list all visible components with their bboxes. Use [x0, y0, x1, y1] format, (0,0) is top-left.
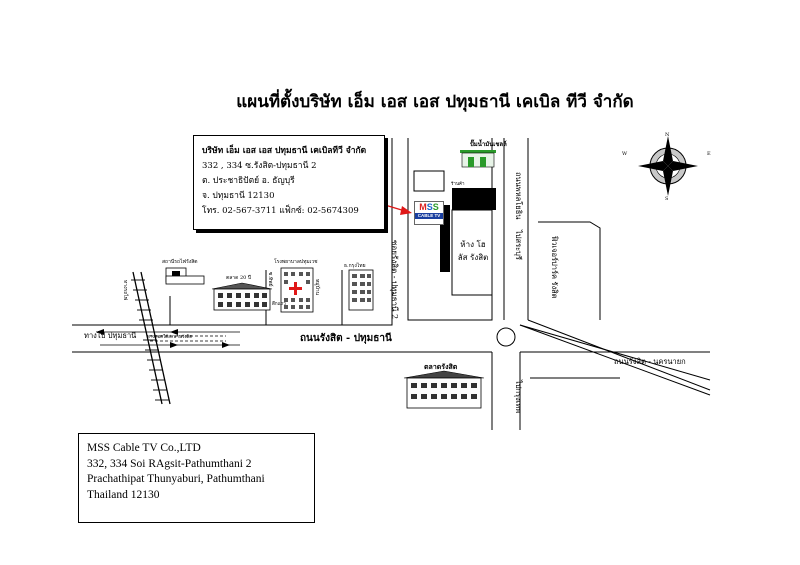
- logo-subtitle: CABLE TV: [415, 213, 443, 219]
- block-edge: [538, 221, 601, 320]
- label-future-park: ฟิวเจอร์ปาร์ค รังสิต: [550, 236, 559, 299]
- address-line: MSS Cable TV Co.,LTD: [87, 442, 201, 454]
- label-market-20: ตลาด 20 ปี: [226, 275, 252, 281]
- compass-icon: [638, 136, 698, 196]
- callout-line: โทร. 02-567-3711 แฟ็กซ์: 02-5674309: [202, 206, 359, 216]
- label-shop-top: ร้านค้า: [451, 182, 465, 187]
- logo-letter: S: [432, 202, 439, 212]
- road-edge: [72, 138, 393, 326]
- road-label-phahonyothin: ถนนพหลโยธิน: [514, 172, 523, 220]
- road-label-railway: ทางรถไฟ: [122, 280, 128, 301]
- building-dark-top: [452, 188, 496, 210]
- logo-letter: S: [426, 202, 433, 212]
- building-block: [413, 170, 445, 192]
- railway: [131, 271, 171, 405]
- road-label-small: ซ.ทิพย์: [267, 272, 273, 287]
- roundabout: [496, 327, 516, 347]
- callout-line: ต. ประชาธิปัตย์ อ. ธัญบุรี: [202, 176, 295, 186]
- callout-line: จ. ปทุมธานี 12130: [202, 191, 275, 201]
- callout-line: 332 , 334 ซ.รังสิต-ปทุมธานี 2: [202, 161, 317, 171]
- compass-w: W: [622, 151, 628, 157]
- road-label-soi: ซอยรังสิต - ปทุมธานี 2: [390, 240, 399, 320]
- road-edge: [519, 324, 711, 381]
- compass-e: E: [707, 151, 711, 157]
- label-gas-station: ปั๊มน้ำมันเชลล์: [470, 141, 507, 148]
- rangsit-market-icon: [403, 370, 485, 409]
- compass-s: S: [665, 196, 669, 202]
- label-hospital: โรงพยาบาลปทุมเวช: [274, 259, 318, 265]
- hospital-icon: [280, 267, 314, 313]
- traffic-arrows: [96, 329, 230, 348]
- map-title: แผนที่ตั้งบริษัท เอ็ม เอส เอส ปทุมธานี เ…: [236, 92, 634, 112]
- road-label-to-pathum: ทางไป ปทุมธานี: [84, 331, 137, 340]
- road-edge: [527, 319, 711, 391]
- address-line: Prachathipat Thunyaburi, Pathumthani: [87, 473, 265, 485]
- address-line: 332, 334 Soi RAgsit-Pathumthani 2: [87, 457, 252, 470]
- label-shops: ตึกแถว: [272, 302, 286, 307]
- label-mall: ห้าง โฮลัส รังสิต: [457, 240, 489, 262]
- bank-icon: [348, 269, 374, 311]
- label-rangsit-market: ตลาดรังสิต: [424, 362, 458, 371]
- label-village: หมู่บ้าน: [314, 279, 320, 295]
- address-box-en: MSS Cable TV Co.,LTD 332, 334 Soi RAgsit…: [78, 433, 315, 523]
- company-callout: บริษัท เอ็ม เอส เอส ปทุมธานี เคเบิลทีวี …: [193, 135, 385, 230]
- road-label-underpass: ทางลอดใต้สะพานรังสิต: [147, 335, 193, 340]
- road-label-rangsit-nakhonnayok: ถนนรังสิต - นครนายก: [614, 357, 686, 366]
- building-dark-strip: [440, 205, 450, 272]
- mss-logo: MSS CABLE TV: [414, 201, 444, 225]
- mall-block: [451, 209, 493, 296]
- compass-n: N: [665, 132, 670, 138]
- gas-station-icon: [460, 150, 496, 168]
- road-label-to-bangkok: ไปกรุงเทพ: [514, 380, 523, 414]
- address-line: Thailand 12130: [87, 488, 160, 501]
- callout-line: บริษัท เอ็ม เอส เอส ปทุมธานี เคเบิลทีวี …: [202, 146, 367, 156]
- station-icon: [165, 267, 205, 285]
- market-20-icon: [211, 282, 273, 311]
- road-label-rangsit-pathum: ถนนรังสิต - ปทุมธานี: [300, 333, 392, 344]
- logo-letter: M: [419, 202, 427, 212]
- label-bank: ธ.กรุงไทย: [344, 263, 366, 269]
- label-station: สถานีรถไฟรังสิต: [162, 259, 198, 265]
- road-edge: [519, 324, 711, 396]
- road-label-to-saraburi: ไปสระบุรี: [514, 230, 523, 260]
